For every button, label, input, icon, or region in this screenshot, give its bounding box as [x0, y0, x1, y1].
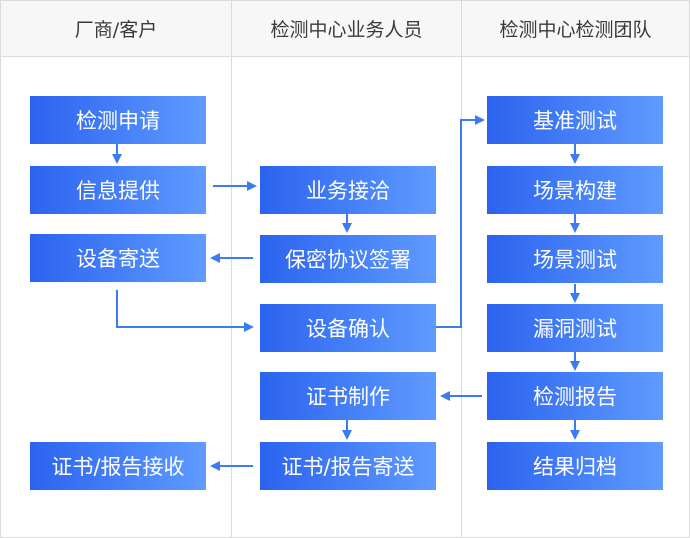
node-vuln-test: 漏洞测试: [487, 304, 663, 352]
lane-header-customer: 厂商/客户: [1, 1, 231, 56]
node-cert: 证书制作: [260, 372, 436, 420]
node-info: 信息提供: [30, 166, 206, 214]
arrow-ship-to-confirm: [116, 290, 254, 332]
node-apply: 检测申请: [30, 96, 206, 144]
lane-header-business-staff: 检测中心业务人员: [232, 1, 461, 56]
node-nda: 保密协议签署: [260, 235, 436, 283]
node-confirm: 设备确认: [260, 304, 436, 352]
node-archive: 结果归档: [487, 442, 663, 490]
lane-header-testing-team: 检测中心检测团队: [462, 1, 689, 56]
node-report: 检测报告: [487, 372, 663, 420]
node-ship: 设备寄送: [30, 234, 206, 282]
arrow-confirm-to-baseline: [436, 115, 485, 328]
node-scene-test: 场景测试: [487, 235, 663, 283]
node-negotiate: 业务接洽: [260, 166, 436, 214]
node-receive: 证书/报告接收: [30, 442, 206, 490]
node-build: 场景构建: [487, 166, 663, 214]
node-baseline: 基准测试: [487, 96, 663, 144]
node-send: 证书/报告寄送: [260, 442, 436, 490]
